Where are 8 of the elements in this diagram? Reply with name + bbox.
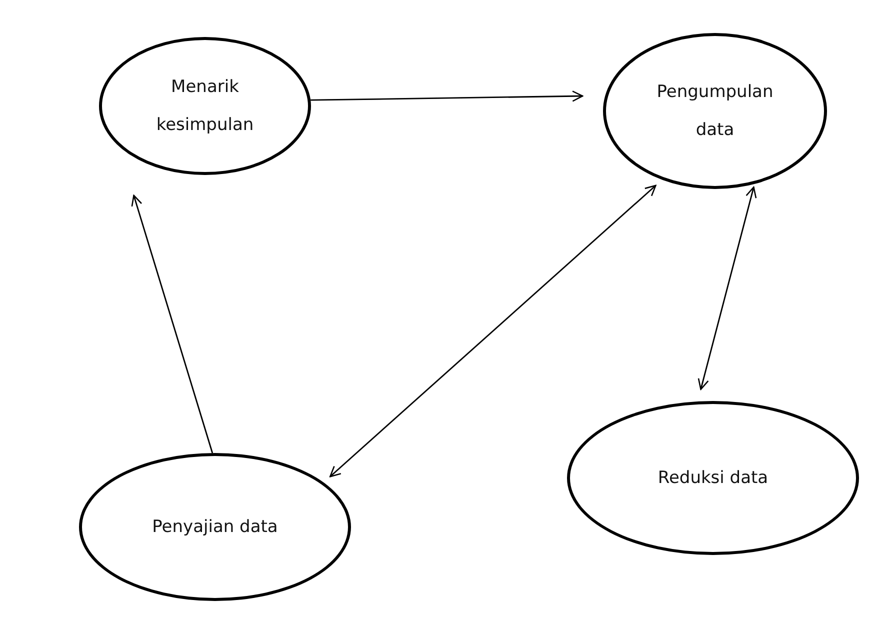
arrow bbox=[131, 194, 214, 454]
node-label: Penyajian data bbox=[152, 516, 278, 539]
arrow bbox=[310, 90, 584, 102]
node-label: Reduksi data bbox=[658, 467, 768, 490]
arrow bbox=[329, 184, 656, 478]
arrow bbox=[698, 186, 757, 390]
node-label: Pengumpulan data bbox=[656, 81, 774, 142]
node-label: Menarik kesimpulan bbox=[155, 76, 255, 137]
